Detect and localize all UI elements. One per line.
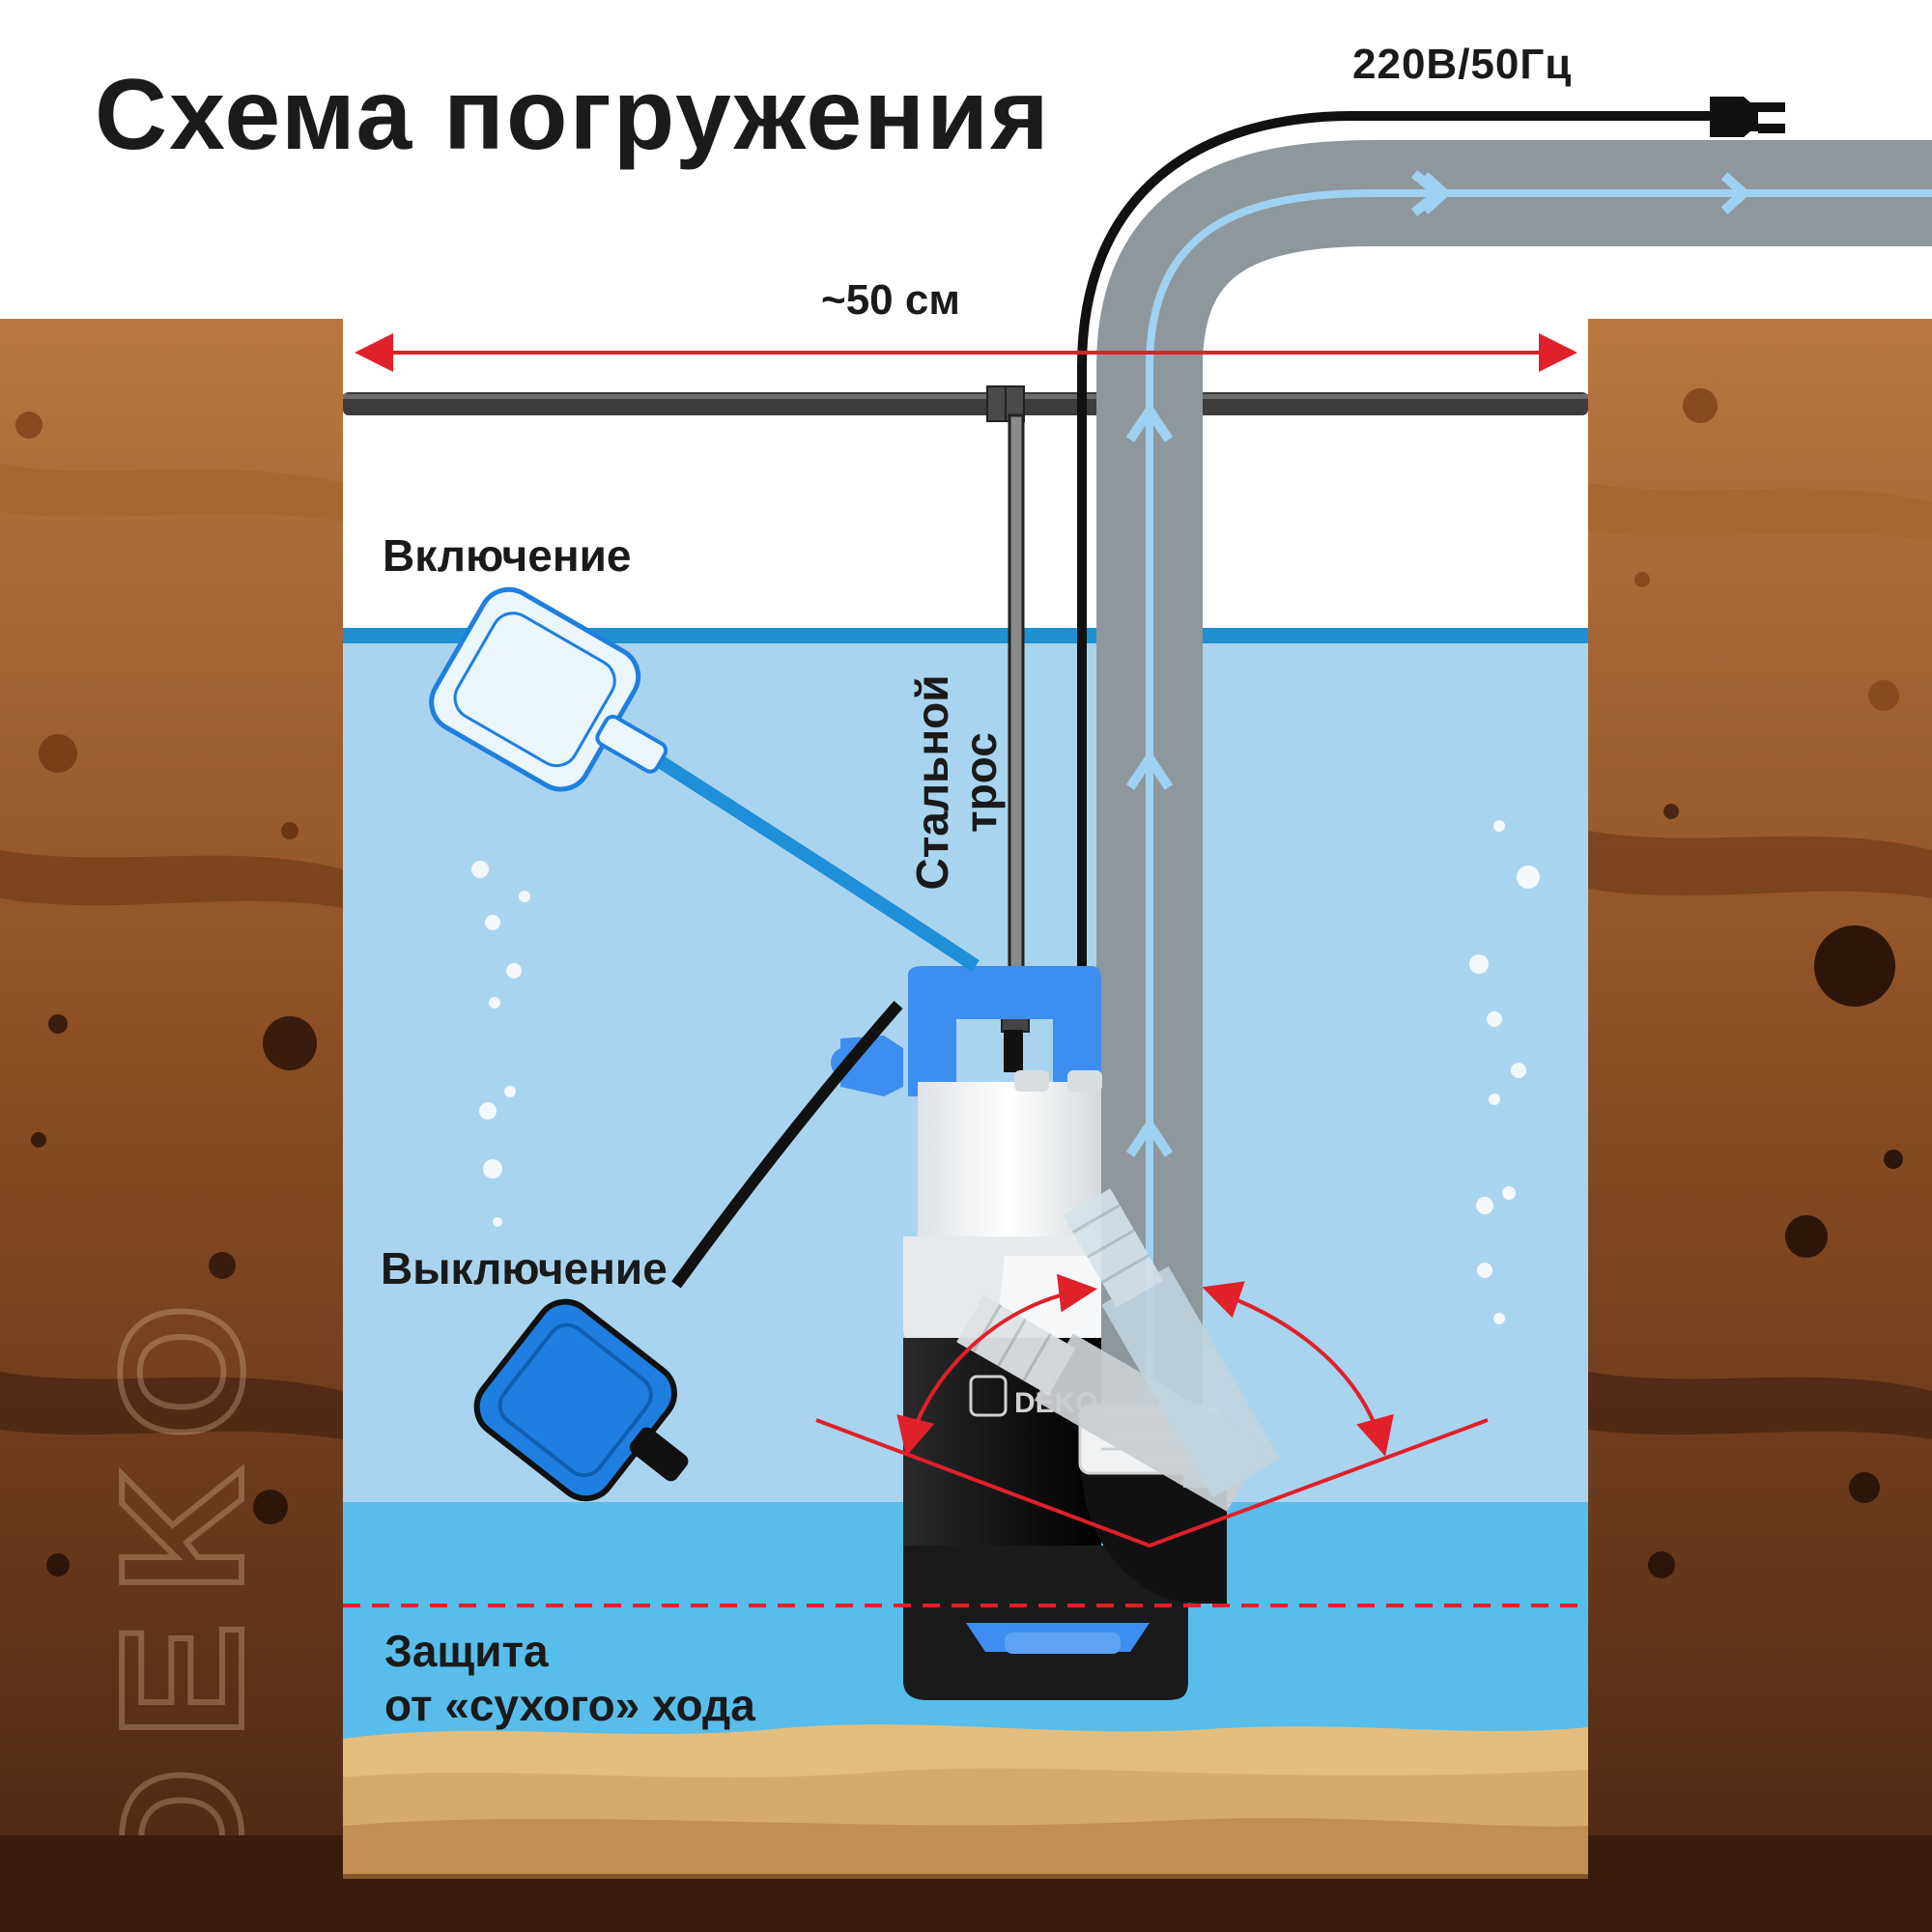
dry-run-label-line2: от «сухого» хода [384, 1679, 755, 1731]
watermark-logo: DEKO [85, 1275, 279, 1893]
power-label: 220В/50Гц [1352, 41, 1572, 89]
plug-icon [1710, 97, 1785, 137]
steel-cable-label: Стальной трос [908, 675, 1005, 891]
float-on-label: Включение [383, 529, 632, 582]
width-label: ~50 см [821, 276, 960, 325]
mount-bar [343, 386, 1588, 421]
float-off-label: Выключение [381, 1242, 668, 1294]
soil-right [1588, 319, 1932, 1932]
page-title: Схема погружения [95, 58, 1051, 173]
svg-text:DEKO: DEKO [85, 1275, 279, 1893]
dry-run-label-line1: Защита [384, 1625, 549, 1677]
